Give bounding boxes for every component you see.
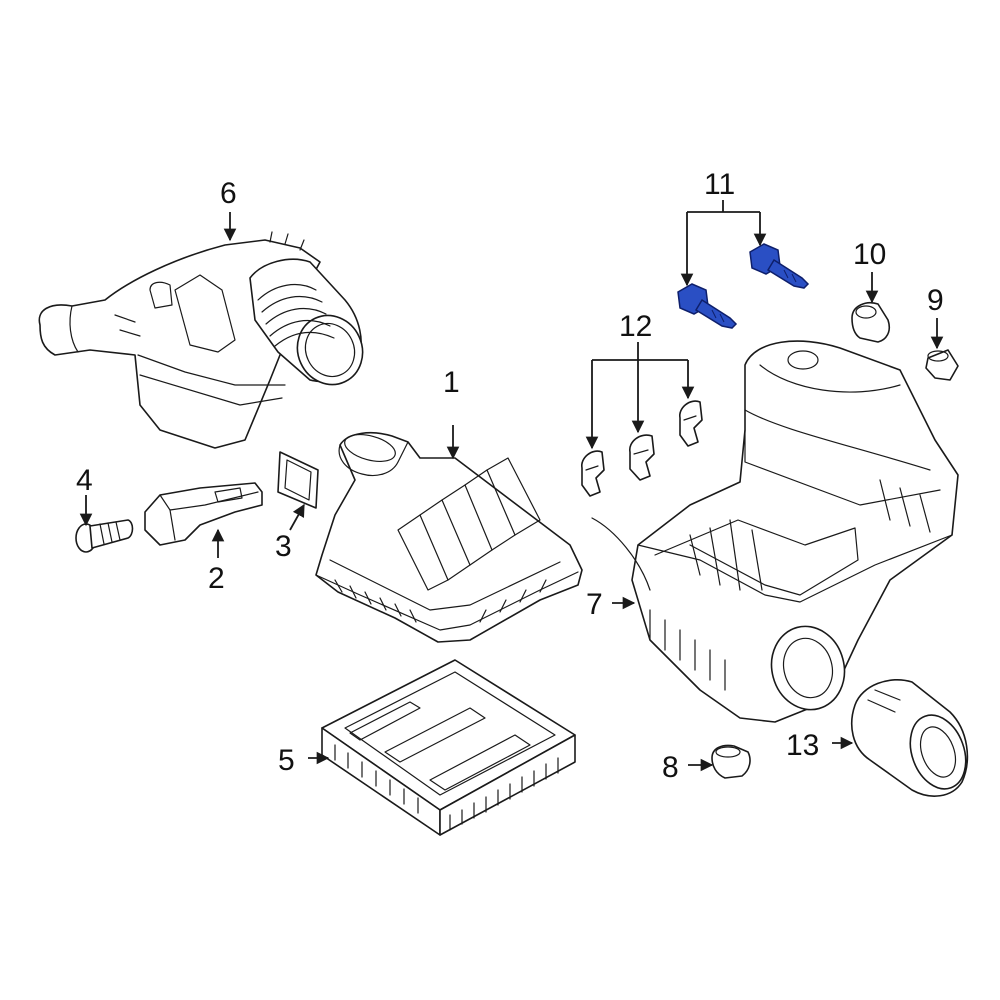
part-11-bolt-a[interactable] bbox=[677, 283, 738, 329]
callout-3: 3 bbox=[275, 530, 292, 563]
callout-10: 10 bbox=[853, 238, 886, 271]
callout-6: 6 bbox=[220, 177, 237, 210]
part-7-lower-housing[interactable] bbox=[591, 340, 959, 723]
part-5-air-filter[interactable] bbox=[321, 659, 576, 836]
part-8-grommet[interactable] bbox=[711, 744, 751, 779]
callout-7: 7 bbox=[586, 588, 603, 621]
part-6-intake-duct[interactable] bbox=[38, 231, 321, 449]
part-2-airflow-sensor[interactable] bbox=[144, 482, 263, 546]
part-12-clip-b[interactable] bbox=[629, 434, 655, 481]
leader-3 bbox=[289, 503, 305, 531]
part-3-gasket[interactable] bbox=[277, 451, 319, 509]
part-6-rubber-bellows[interactable] bbox=[249, 258, 374, 395]
part-12-clip-c[interactable] bbox=[679, 400, 703, 447]
part-10-grommet[interactable] bbox=[851, 302, 891, 343]
part-11-bolt-b[interactable] bbox=[749, 243, 810, 289]
callout-5: 5 bbox=[278, 744, 295, 777]
callout-9: 9 bbox=[927, 284, 944, 317]
callout-2: 2 bbox=[208, 562, 225, 595]
leader-lines bbox=[79, 200, 944, 772]
leader-12a bbox=[592, 342, 688, 448]
callout-12: 12 bbox=[619, 310, 652, 343]
callout-1: 1 bbox=[443, 366, 460, 399]
part-13-outlet-tube[interactable] bbox=[850, 678, 976, 797]
callouts: 6 4 2 3 1 5 7 8 13 10 9 11 12 bbox=[76, 168, 944, 784]
part-1-air-cleaner-cover[interactable] bbox=[315, 430, 583, 643]
callout-4: 4 bbox=[76, 464, 93, 497]
callout-11: 11 bbox=[704, 168, 735, 201]
leader-11a bbox=[687, 200, 760, 285]
part-12-clip-a[interactable] bbox=[581, 450, 605, 497]
callout-8: 8 bbox=[662, 751, 679, 784]
part-4-bolt[interactable] bbox=[75, 519, 134, 553]
part-9-bushing[interactable] bbox=[925, 349, 959, 381]
callout-13: 13 bbox=[786, 729, 819, 762]
